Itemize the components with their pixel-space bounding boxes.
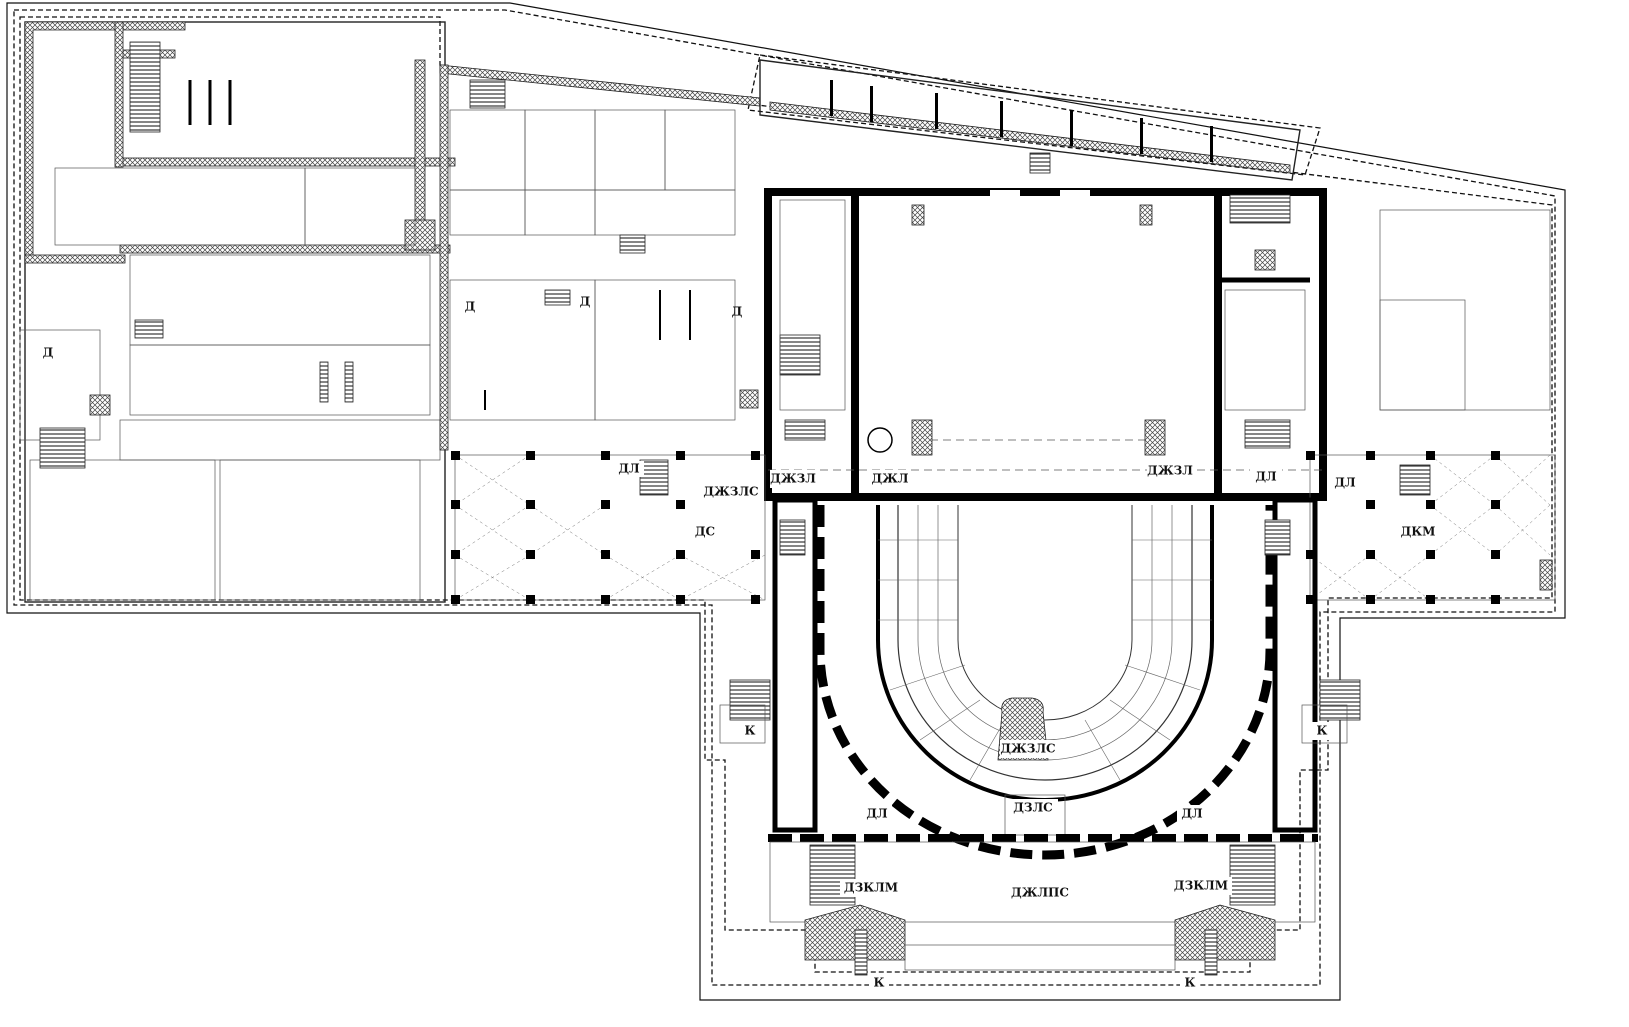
label-dl-east2: ДЛ <box>1334 476 1356 490</box>
label-dzhlps: ДЖЛПС <box>1011 886 1069 900</box>
label-dkm-east: ДКМ <box>1401 525 1436 539</box>
label-dl-south-w: ДЛ <box>866 807 888 821</box>
label-dzhl: ДЖЛ <box>871 472 908 486</box>
label-dzhzl-east: ДЖЗЛ <box>1147 464 1193 478</box>
label-d-west: Д <box>43 346 54 360</box>
label-dzklm-e: ДЗКЛМ <box>1174 879 1228 893</box>
label-dzls-center: ДЗЛС <box>1013 801 1053 815</box>
label-dzhzls-center: ДЖЗЛС <box>1000 742 1055 756</box>
label-dl-west: ДЛ <box>618 462 640 476</box>
north-middle-block <box>439 64 761 451</box>
label-d-mid3: Д <box>732 305 743 319</box>
label-k-w: К <box>745 724 756 738</box>
east-colonnade <box>1306 209 1556 604</box>
north-strip <box>759 59 1301 181</box>
label-d-mid1: Д <box>465 300 476 314</box>
label-dzhzl-west: ДЖЗЛ <box>770 472 816 486</box>
label-dzhzls-west: ДЖЗЛС <box>703 485 758 499</box>
label-dl-south-e: ДЛ <box>1181 807 1203 821</box>
label-d-mid2: Д <box>580 295 591 309</box>
room-labels: Д Д Д Д ДЛ ДЖЗЛС ДС ДЖЗЛ ДЖЛ ДЖЗЛ ДЛ ДЛ … <box>43 295 1436 992</box>
west-colonnade <box>451 451 766 604</box>
label-dl-east1: ДЛ <box>1255 470 1277 484</box>
label-k-se: К <box>1185 976 1196 990</box>
label-k-sw: К <box>874 976 885 990</box>
west-wing <box>19 21 456 603</box>
label-k-e: К <box>1317 724 1328 738</box>
stage-box <box>764 188 1327 501</box>
label-dzklm-w: ДЗКЛМ <box>844 881 898 895</box>
south-lobby <box>719 497 1361 976</box>
label-ds-west: ДС <box>695 525 715 539</box>
